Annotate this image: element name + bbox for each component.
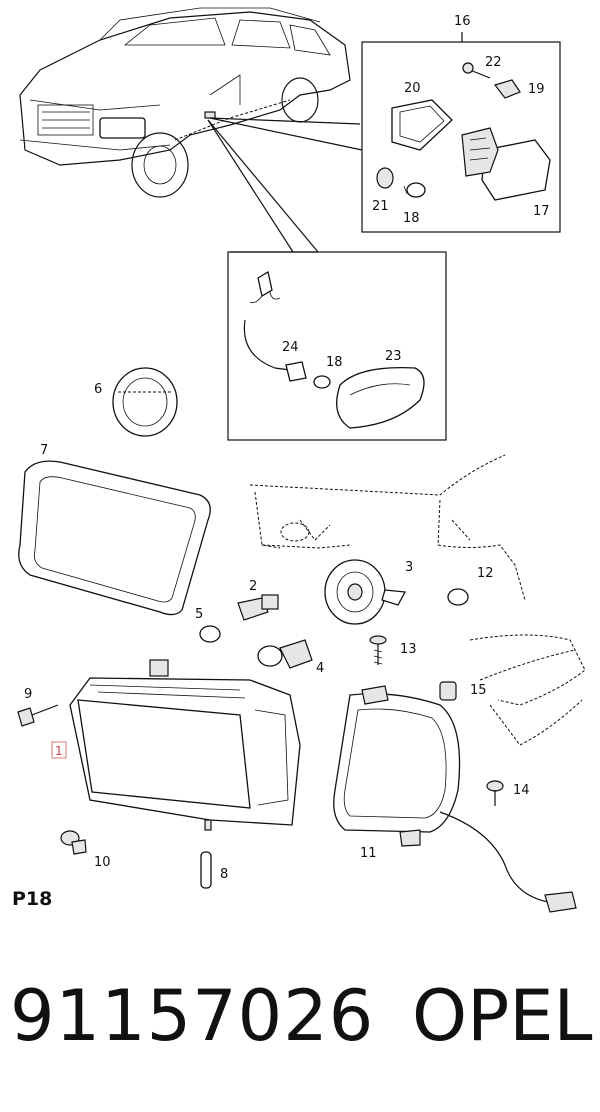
part-15-clip — [439, 681, 457, 701]
callout-5[interactable]: 5 — [195, 607, 203, 622]
vehicle-illustration — [19, 7, 351, 198]
brand-name: OPEL — [412, 975, 593, 1057]
callout-23[interactable]: 23 — [385, 349, 402, 364]
part-2-socket — [237, 594, 279, 621]
part-12-bulb — [447, 588, 469, 606]
callout-11[interactable]: 11 — [360, 846, 377, 861]
callout-18-box23[interactable]: 18 — [326, 355, 343, 370]
callout-8[interactable]: 8 — [220, 867, 228, 882]
callout-17[interactable]: 17 — [533, 204, 550, 219]
bumper-strip — [469, 634, 586, 746]
part-1-headlamp — [69, 659, 301, 831]
part-14-screw — [486, 780, 504, 806]
callout-18-box16[interactable]: 18 — [403, 211, 420, 226]
callout-19[interactable]: 19 — [528, 82, 545, 97]
part-8-pin — [200, 851, 212, 889]
part-11-indicator — [333, 685, 577, 913]
part-9-screw — [17, 704, 59, 727]
callout-2[interactable]: 2 — [249, 579, 257, 594]
part-6-ring — [112, 367, 178, 437]
callout-4[interactable]: 4 — [316, 661, 324, 676]
part-5-bulb — [199, 625, 221, 643]
callout-1-highlight — [51, 741, 67, 759]
callout-12[interactable]: 12 — [477, 566, 494, 581]
callout-16[interactable]: 16 — [454, 14, 471, 29]
callout-14[interactable]: 14 — [513, 783, 530, 798]
detail-box-23-24 — [227, 251, 447, 441]
part-4-bulb — [257, 639, 313, 669]
detail-box-16 — [361, 32, 561, 233]
callout-20[interactable]: 20 — [404, 81, 421, 96]
callout-24[interactable]: 24 — [282, 340, 299, 355]
exploded-parts-diagram: 1 2 3 4 5 6 7 8 9 10 11 12 13 14 15 16 1… — [17, 7, 586, 913]
callout-labels: 1 2 3 4 5 6 7 8 9 10 11 12 13 14 15 16 1… — [24, 14, 550, 882]
callout-7[interactable]: 7 — [40, 443, 48, 458]
part-number: 91157026 — [10, 975, 375, 1057]
body-outline — [249, 454, 526, 601]
callout-22[interactable]: 22 — [485, 55, 502, 70]
part-7-frame — [18, 460, 211, 616]
part-3-reflector — [324, 559, 407, 625]
callout-6[interactable]: 6 — [94, 382, 102, 397]
callout-10[interactable]: 10 — [94, 855, 111, 870]
part-13-screw — [369, 635, 387, 665]
page-code: P18 — [12, 888, 53, 910]
callout-3[interactable]: 3 — [405, 560, 413, 575]
part-10-nut — [60, 830, 87, 855]
callout-1[interactable]: 1 — [55, 744, 63, 758]
callout-13[interactable]: 13 — [400, 642, 417, 657]
callout-9[interactable]: 9 — [24, 687, 32, 702]
callout-21[interactable]: 21 — [372, 199, 389, 214]
callout-15[interactable]: 15 — [470, 683, 487, 698]
